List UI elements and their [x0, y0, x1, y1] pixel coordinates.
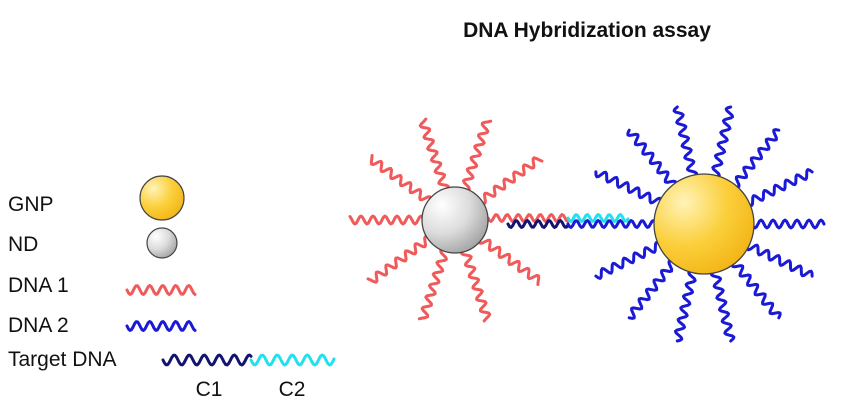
legend: GNP ND DNA 1 DNA 2 Target DNA C1 C2: [8, 175, 336, 401]
bridge-c2-strand: [566, 213, 630, 223]
gold-nanoparticle: [653, 173, 755, 275]
dna2-strand-icon: [125, 320, 197, 332]
bridge-dna1-strand: [486, 213, 570, 223]
dna2-strand-10: [673, 269, 697, 343]
gold-nanoparticle-icon: [139, 175, 185, 221]
legend-label-target: Target DNA: [8, 348, 117, 371]
dna1-strand-icon: [125, 284, 197, 296]
dna2-strand-1: [626, 128, 677, 188]
dna1-strand-7: [462, 119, 493, 193]
dna2-strand-5: [745, 168, 814, 207]
dna1-strand-8: [478, 156, 544, 205]
legend-label-dna2: DNA 2: [8, 314, 69, 337]
dna2-strand-4: [732, 128, 781, 189]
bridge-c1-strand: [506, 219, 570, 229]
dna2-strand-7: [745, 243, 814, 278]
c2-segment: [249, 353, 336, 367]
dna2-strand-3: [711, 105, 735, 179]
legend-label-c2: C2: [279, 378, 306, 401]
dna2-strand-9: [709, 269, 736, 343]
diagram-title: DNA Hybridization assay: [463, 19, 711, 42]
dna1-strand-2: [417, 247, 448, 321]
nanodiamond-icon: [146, 227, 178, 259]
dna2-strand-6: [750, 218, 826, 230]
legend-label-dna1: DNA 1: [8, 274, 69, 297]
dna2-strand-8: [731, 260, 782, 320]
target-dna-strand-icon: [161, 353, 336, 367]
legend-label-c1: C1: [196, 378, 223, 401]
dna2-strands: [594, 105, 826, 343]
dna1-strand-6: [418, 117, 450, 193]
dna2-strand-0: [594, 170, 663, 205]
nanodiamond-particle: [421, 186, 489, 254]
dna2-strand-11: [627, 259, 676, 320]
dna1-strand-1: [460, 247, 492, 323]
legend-label-gnp: GNP: [8, 193, 54, 216]
hybridization-bridge: [486, 213, 657, 229]
dna1-strands: [348, 117, 544, 323]
dna2-strand-2: [672, 105, 699, 179]
dna1-strand-5: [369, 153, 432, 204]
dna1-strand-0: [478, 236, 541, 287]
dna1-strand-4: [348, 214, 426, 226]
dna1-strand-3: [366, 235, 432, 284]
bridge-dna2-strand: [566, 219, 657, 229]
dna2-strand-12: [594, 241, 663, 280]
legend-label-nd: ND: [8, 233, 38, 256]
c1-segment: [161, 353, 253, 367]
